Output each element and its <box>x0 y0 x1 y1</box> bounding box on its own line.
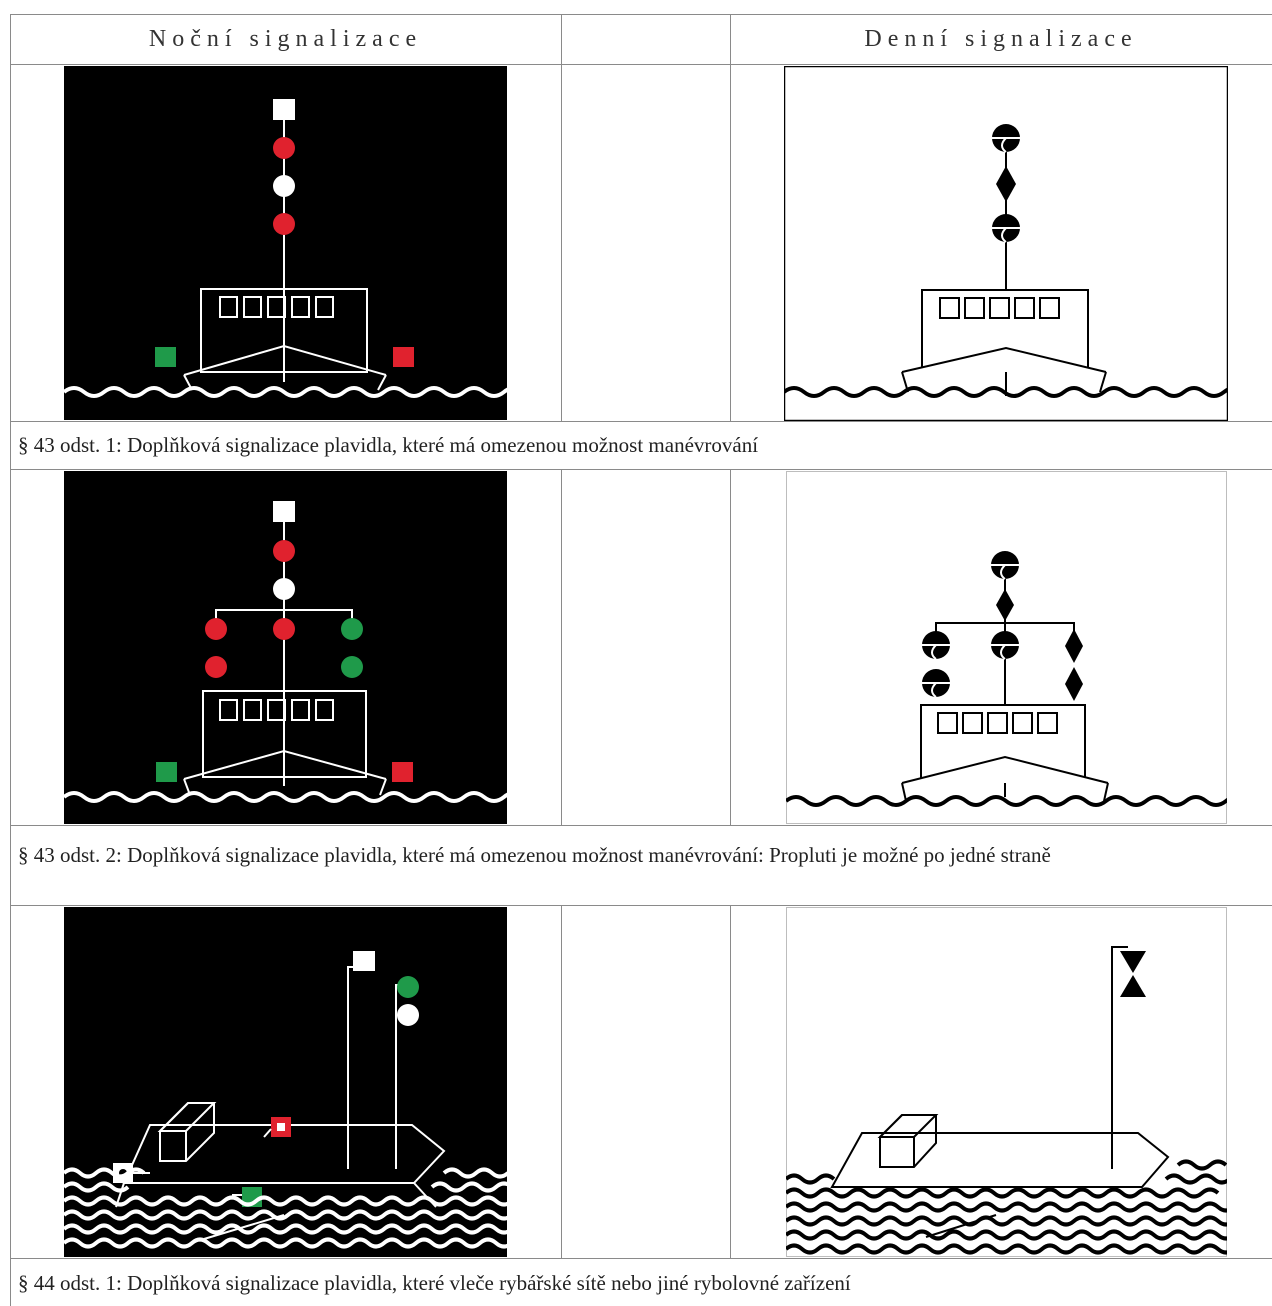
header-night: Noční signalizace <box>148 25 423 52</box>
col-divider-1a <box>561 14 562 421</box>
signal-table: Noční signalizace Denní signalizace <box>10 14 1272 1306</box>
header-divider <box>10 64 1272 65</box>
row-divider-3 <box>10 1258 1272 1259</box>
row-2-caption: § 43 odst. 2: Doplňková signalizace plav… <box>18 843 1051 867</box>
col-divider-1b <box>561 469 562 825</box>
row-divider-1 <box>10 421 1272 422</box>
col-divider-2b <box>730 469 731 825</box>
row-3-caption: § 44 odst. 1: Doplňková signalizace plav… <box>18 1271 851 1295</box>
day-signal-restricted-maneuver <box>784 66 1228 421</box>
night-signal-fishing-vessel <box>64 907 507 1257</box>
col-divider-2a <box>730 14 731 421</box>
night-signal-restricted-maneuver <box>64 66 507 420</box>
row-divider-2 <box>10 825 1272 826</box>
row-divider-1b <box>10 469 1272 470</box>
day-signal-fishing-vessel <box>786 907 1227 1257</box>
table-border-left <box>10 14 11 1306</box>
day-signal-pass-one-side <box>786 471 1227 824</box>
table-border-top <box>10 14 1272 15</box>
col-divider-2c <box>730 905 731 1258</box>
header-day: Denní signalizace <box>864 25 1138 52</box>
row-divider-2b <box>10 905 1272 906</box>
night-signal-pass-one-side <box>64 471 507 824</box>
col-divider-1c <box>561 905 562 1258</box>
row-1-caption: § 43 odst. 1: Doplňková signalizace plav… <box>18 433 759 457</box>
